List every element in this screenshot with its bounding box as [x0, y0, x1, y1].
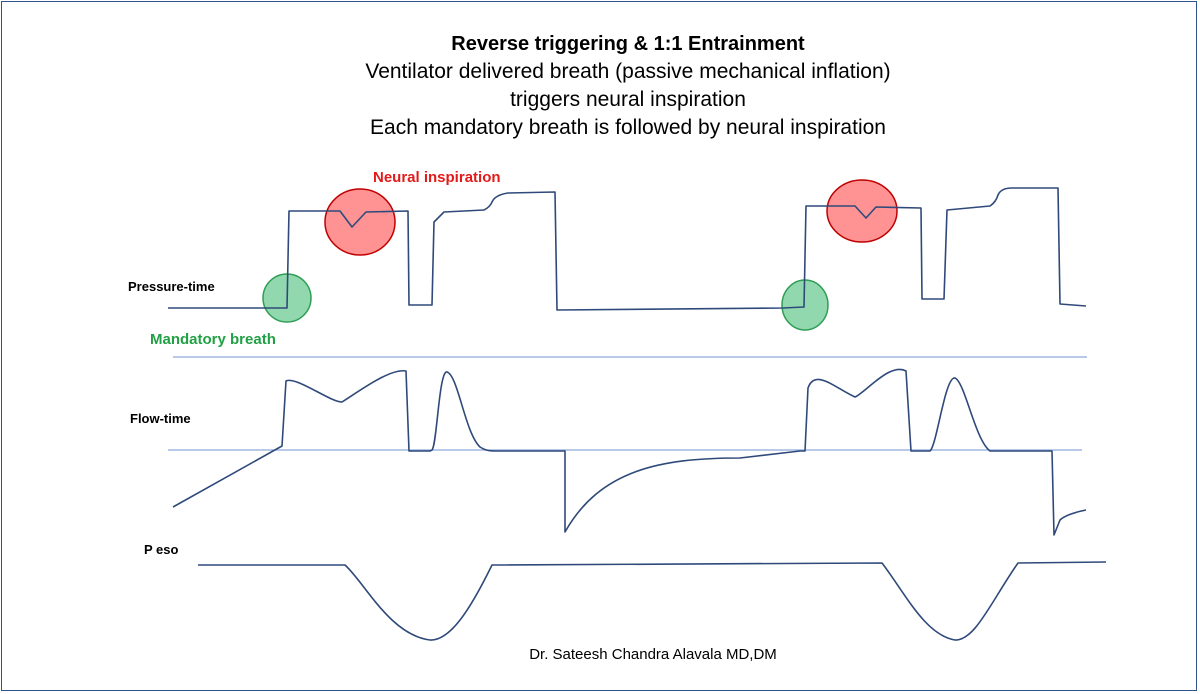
neural-inspiration-marker-1 [324, 188, 396, 256]
title-block: Reverse triggering & 1:1 Entrainment Ven… [0, 30, 1200, 142]
peso-trace [198, 561, 1107, 641]
author-credit: Dr. Sateesh Chandra Alavala MD,DM [529, 646, 777, 663]
flow-time-trace [172, 368, 1087, 536]
neural-inspiration-annotation: Neural inspiration [373, 169, 501, 186]
pressure-time-trace [168, 187, 1087, 311]
neural-inspiration-marker-2 [826, 179, 898, 243]
peso-label: P eso [144, 542, 179, 557]
pressure-time-label: Pressure-time [128, 279, 215, 294]
subtitle-line-2: triggers neural inspiration [510, 88, 746, 111]
flow-time-label: Flow-time [130, 411, 191, 426]
subtitle-line-1: Ventilator delivered breath (passive mec… [365, 60, 891, 83]
subtitle-line-3: Each mandatory breath is followed by neu… [370, 116, 886, 139]
diagram-title: Reverse triggering & 1:1 Entrainment [451, 33, 805, 55]
mandatory-breath-annotation: Mandatory breath [150, 331, 276, 348]
